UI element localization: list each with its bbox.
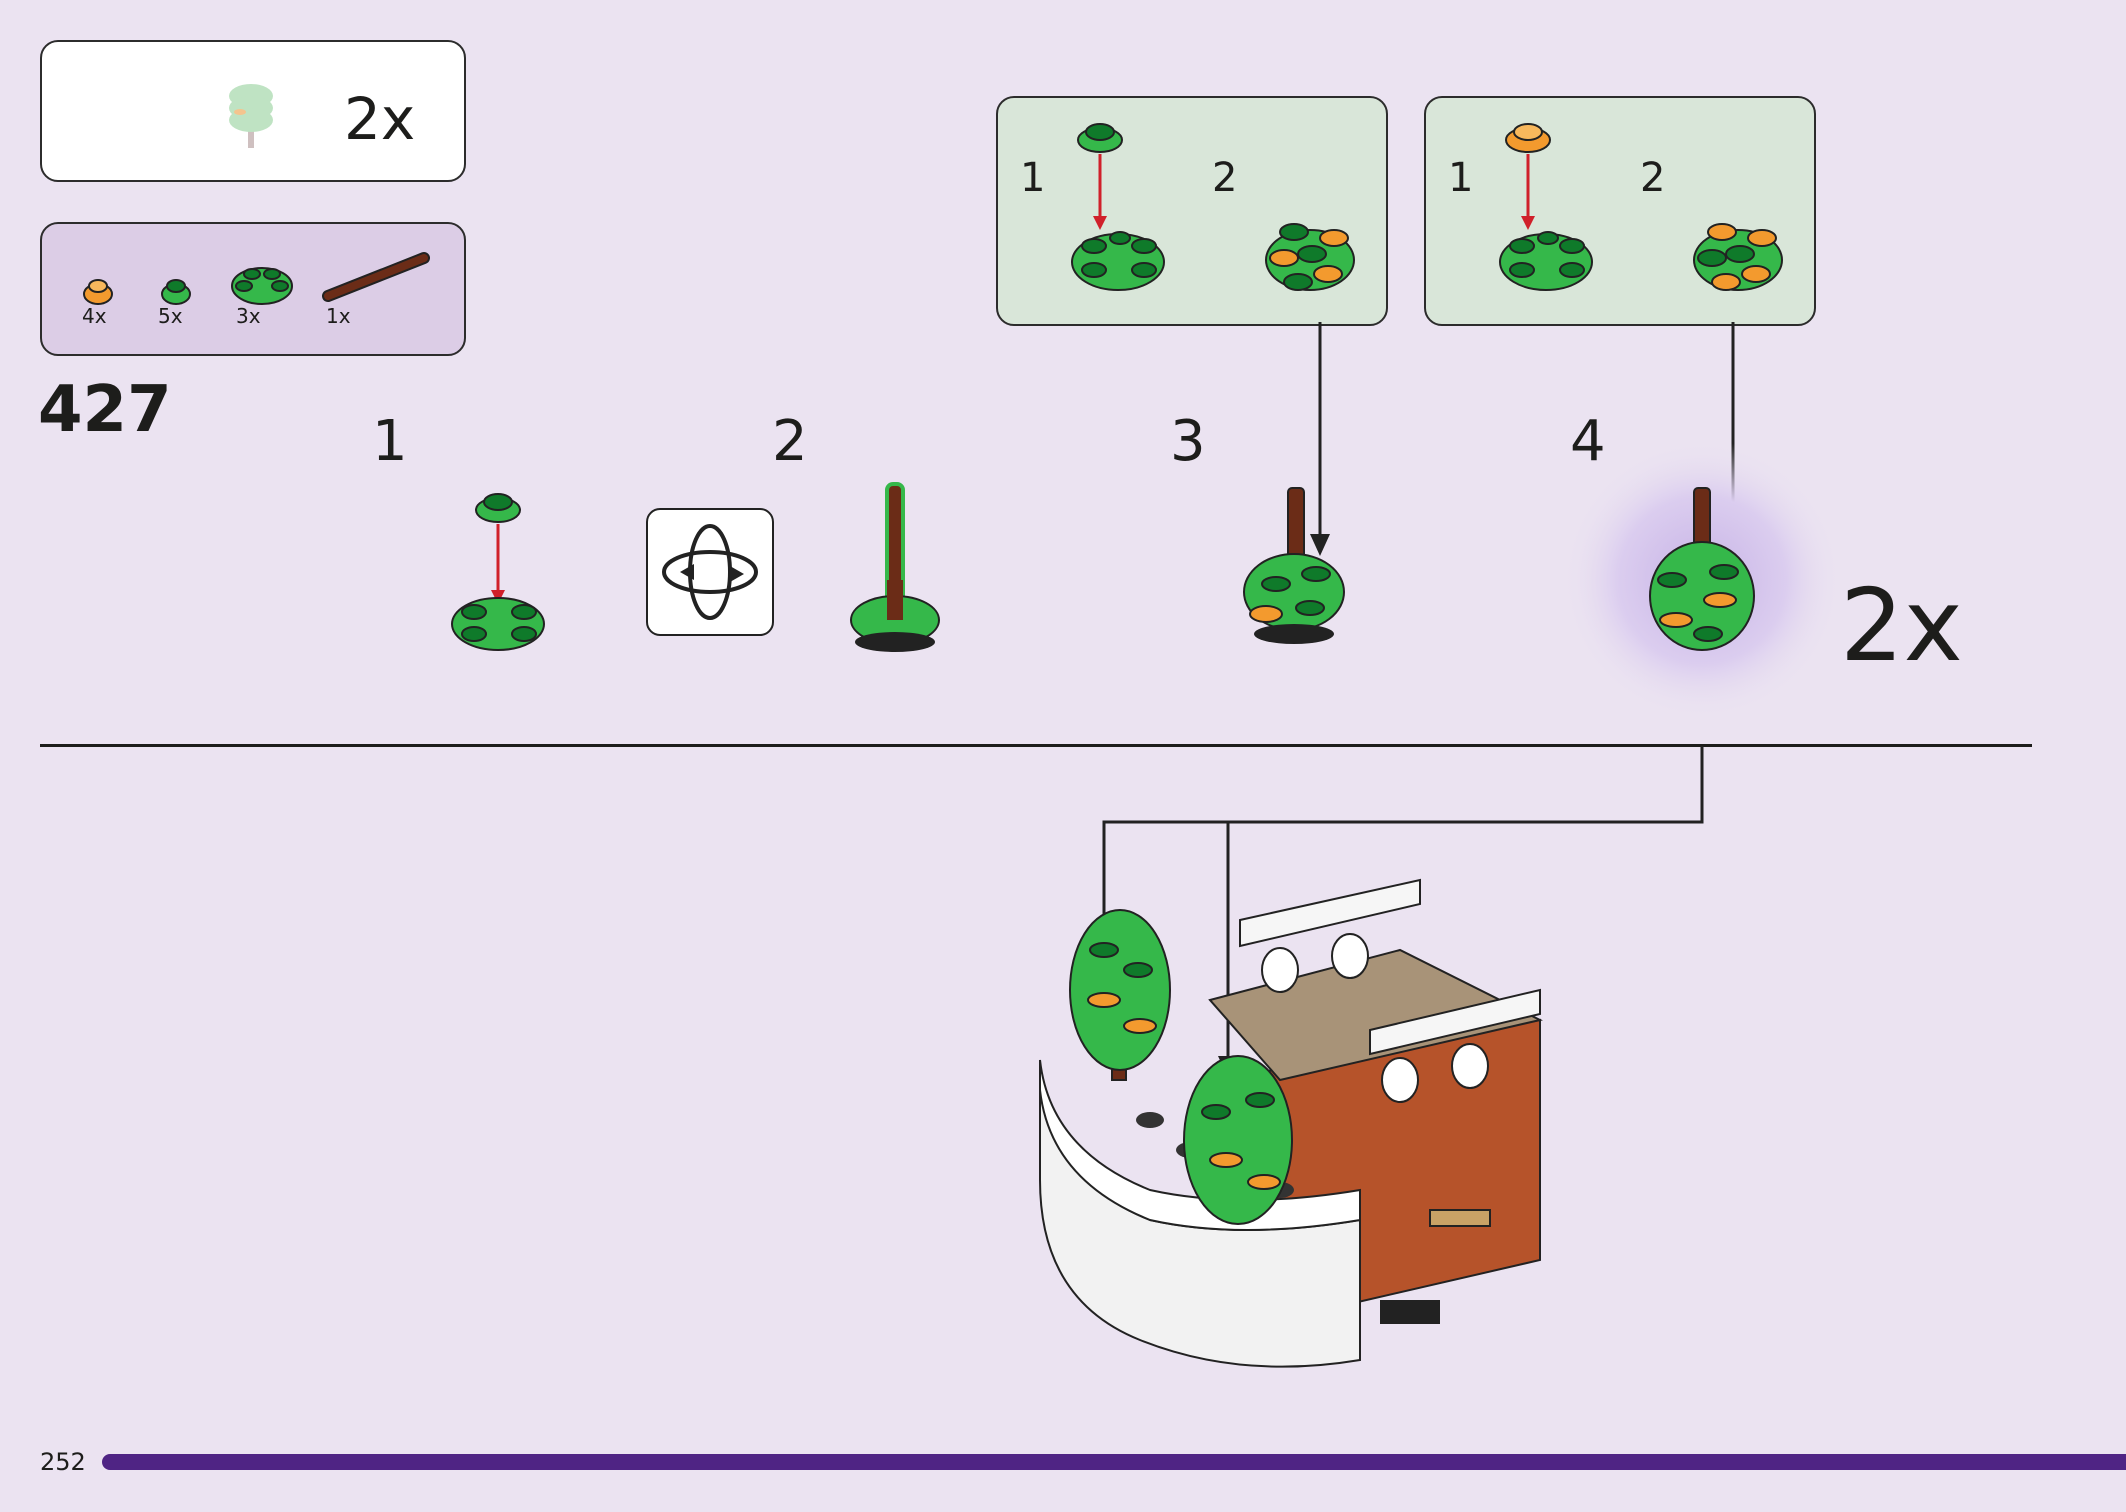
parts-qty: 1x [326, 304, 351, 328]
orange-round-plate-icon [83, 279, 113, 305]
parts-qty: 3x [236, 304, 261, 328]
callout-step-label: 1 [1020, 155, 1046, 201]
callout-step-label: 1 [1448, 155, 1474, 201]
page-number: 252 [40, 1448, 86, 1476]
callout-step-label: 2 [1212, 155, 1238, 201]
parts-list: 4x 5x 3x 1x [40, 222, 466, 356]
callout-assembly-icon [1071, 123, 1355, 291]
substep3-illustration [1243, 487, 1345, 644]
green-large-plate-icon [231, 267, 293, 305]
substep1-illustration [451, 493, 545, 651]
brown-bar-icon [322, 252, 430, 302]
tree-thumbnail-icon [229, 84, 273, 148]
callout-step-label: 2 [1640, 155, 1666, 201]
rotate-model-icon [646, 508, 774, 636]
final-multiplier: 2x [1840, 567, 1963, 684]
substep-label: 3 [1170, 409, 1206, 474]
substep2-illustration [850, 482, 940, 652]
substep-label: 1 [372, 409, 408, 474]
green-round-plate-icon [161, 279, 191, 305]
callout-assembly-icon [1499, 123, 1783, 291]
parts-qty: 5x [158, 304, 183, 328]
substep-label: 2 [772, 409, 808, 474]
parts-qty: 4x [82, 304, 107, 328]
step-number: 427 [38, 373, 172, 447]
progress-bar [102, 1454, 2126, 1470]
callout-box: 1 2 [996, 96, 1388, 326]
box-multiplier-text: 2x [344, 85, 416, 153]
final-model-illustration [1039, 878, 1543, 1368]
section-divider [40, 744, 2032, 747]
substep4-illustration [1649, 487, 1755, 651]
multiplier-box: 2x [40, 40, 466, 182]
callout-box: 1 2 [1424, 96, 1816, 326]
substep-label: 4 [1570, 409, 1606, 474]
